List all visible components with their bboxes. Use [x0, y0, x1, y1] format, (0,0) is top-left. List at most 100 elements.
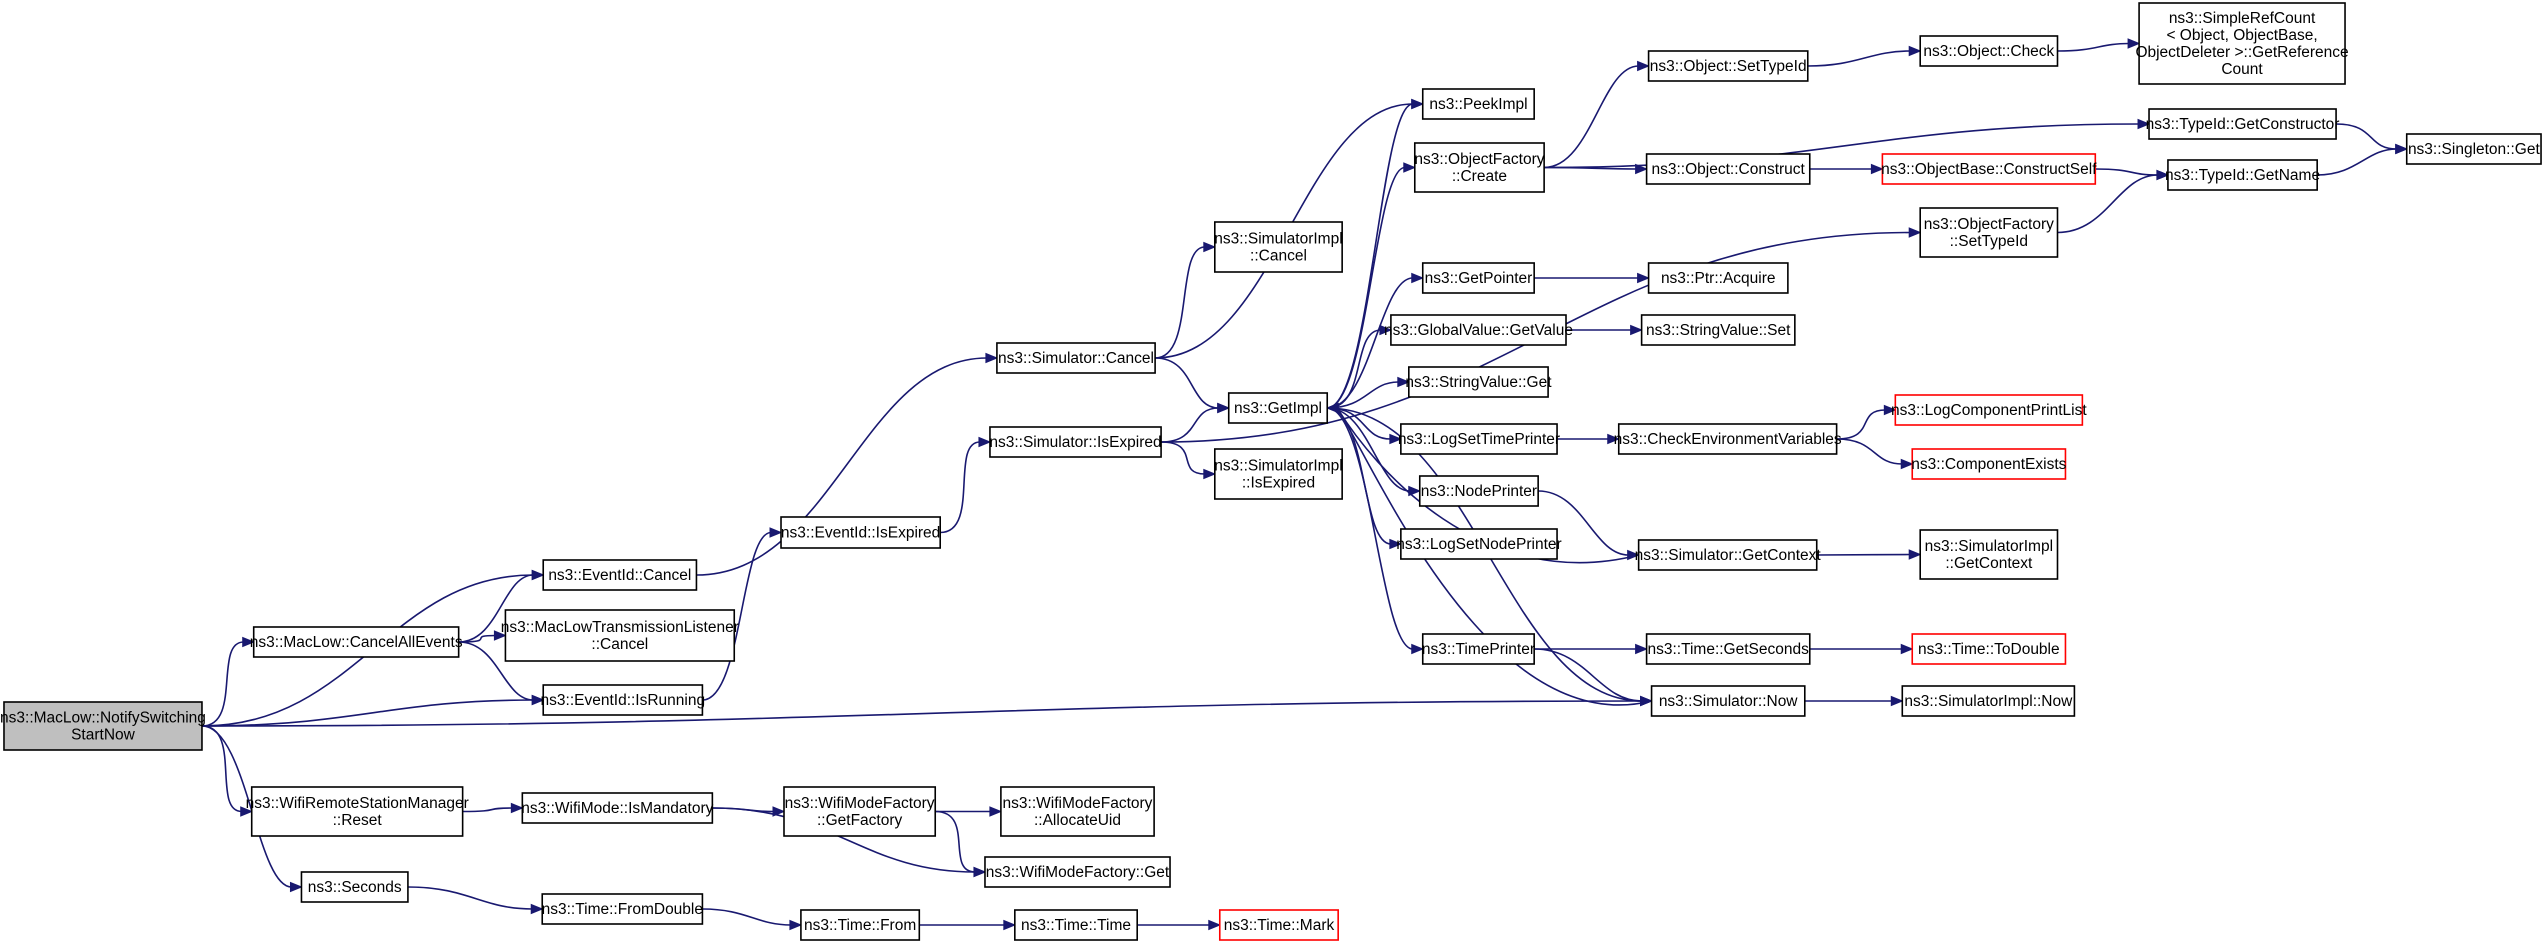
node-box-cancelall	[252, 626, 460, 658]
node-box-fromdouble	[541, 893, 704, 925]
node-checkenv[interactable]: ns3::CheckEnvironmentVariables	[1614, 423, 1842, 455]
node-simexpired[interactable]: ns3::Simulator::IsExpired	[989, 426, 1162, 458]
node-fromdouble[interactable]: ns3::Time::FromDouble	[541, 893, 704, 925]
arrowhead-ofcreate-to-getconstructor	[2137, 118, 2151, 130]
node-implnow[interactable]: ns3::SimulatorImpl::Now	[1901, 685, 2076, 717]
node-implcancel[interactable]: ns3::SimulatorImpl::Cancel	[1213, 221, 1343, 273]
node-label-logcompprint-0: ns3::LogComponentPrintList	[1891, 402, 2087, 419]
node-implexpired[interactable]: ns3::SimulatorImpl::IsExpired	[1213, 448, 1343, 500]
node-box-wmfget	[984, 856, 1171, 888]
node-wmfgetfactory[interactable]: ns3::WifiModeFactory::GetFactory	[783, 786, 937, 837]
node-label-checkenv-0: ns3::CheckEnvironmentVariables	[1614, 431, 1842, 448]
node-getname[interactable]: ns3::TypeId::GetName	[2165, 159, 2320, 191]
node-evexpired[interactable]: ns3::EventId::IsExpired	[780, 516, 942, 549]
arrowhead-cancelall-to-isrunning	[531, 694, 545, 706]
node-simgetctx[interactable]: ns3::Simulator::GetContext	[1635, 539, 1822, 571]
node-svget[interactable]: ns3::StringValue::Get	[1405, 366, 1552, 398]
node-objconstruct[interactable]: ns3::Object::Construct	[1645, 153, 1811, 185]
node-ofcreate[interactable]: ns3::ObjectFactory::Create	[1413, 142, 1545, 193]
node-label-simexpired-0: ns3::Simulator::IsExpired	[989, 434, 1161, 451]
arrowhead-getimpl-to-peekimpl	[1411, 98, 1425, 110]
node-label-getimpl-0: ns3::GetImpl	[1234, 400, 1322, 417]
edge-seconds-to-fromdouble	[407, 886, 533, 910]
node-box-svget	[1408, 366, 1549, 398]
edge-isrunning-to-evexpired	[702, 531, 772, 701]
node-getpointer[interactable]: ns3::GetPointer	[1421, 262, 1535, 294]
node-label-refcount-0: ns3::SimpleRefCount	[2169, 10, 2316, 27]
arrowhead-checkenv-to-logcompprint	[1883, 404, 1897, 416]
node-box-getname	[2167, 159, 2318, 191]
arrowhead-simnow-to-getimpl	[1325, 402, 1339, 414]
arrowhead-getpointer-to-ptracquire	[1637, 272, 1650, 284]
node-box-ofcreate	[1413, 142, 1545, 193]
arrowhead-timetime-to-timemark	[1208, 919, 1222, 931]
node-compexists[interactable]: ns3::ComponentExists	[1911, 448, 2067, 480]
node-box-isrunning	[542, 684, 704, 716]
arrowhead-simcancel-to-implcancel	[1203, 241, 1217, 253]
node-label-listenercancel-1: ::Cancel	[591, 636, 648, 653]
node-wrsmreset[interactable]: ns3::WifiRemoteStationManager::Reset	[246, 786, 469, 837]
node-timefrom[interactable]: ns3::Time::From	[800, 909, 921, 941]
node-allocuid[interactable]: ns3::WifiModeFactory::AllocateUid	[1000, 786, 1155, 837]
node-ismandatory[interactable]: ns3::WifiMode::IsMandatory	[521, 792, 714, 824]
node-simcancel[interactable]: ns3::Simulator::Cancel	[996, 342, 1156, 374]
node-implgetctx[interactable]: ns3::SimulatorImpl::GetContext	[1919, 529, 2059, 580]
node-box-ismandatory	[521, 792, 714, 824]
node-nodeprinter[interactable]: ns3::NodePrinter	[1418, 475, 1539, 507]
arrowhead-root-to-wrsmreset	[240, 806, 254, 817]
arrowhead-gvgetvalue-to-svset	[1630, 324, 1643, 336]
edge-objsettypeid-to-objcheck	[1807, 50, 1911, 67]
node-label-getname-0: ns3::TypeId::GetName	[2165, 167, 2320, 184]
node-label-ofcreate-1: ::Create	[1452, 168, 1507, 185]
node-refcount[interactable]: ns3::SimpleRefCount< Object, ObjectBase,…	[2135, 2, 2349, 85]
node-ptracquire[interactable]: ns3::Ptr::Acquire	[1647, 262, 1789, 294]
node-logsetnode[interactable]: ns3::LogSetNodePrinter	[1396, 528, 1562, 560]
node-timetime[interactable]: ns3::Time::Time	[1014, 909, 1138, 941]
edge-getimpl-to-timeprinter	[1327, 407, 1413, 650]
edge-ofcreate-to-objsettypeid	[1544, 65, 1639, 169]
node-label-timegetsec-0: ns3::Time::GetSeconds	[1647, 641, 1809, 658]
node-logsettime[interactable]: ns3::LogSetTimePrinter	[1398, 423, 1560, 455]
node-box-allocuid	[1000, 786, 1155, 837]
node-peekimpl[interactable]: ns3::PeekImpl	[1421, 88, 1535, 120]
node-wmfget[interactable]: ns3::WifiModeFactory::Get	[984, 856, 1171, 888]
node-timetodouble[interactable]: ns3::Time::ToDouble	[1911, 633, 2067, 665]
node-label-evexpired-0: ns3::EventId::IsExpired	[781, 525, 940, 542]
node-evcancel[interactable]: ns3::EventId::Cancel	[542, 559, 698, 591]
node-label-root-0: ns3::MacLow::NotifySwitching	[0, 710, 206, 727]
node-cancelall[interactable]: ns3::MacLow::CancelAllEvents	[250, 626, 463, 658]
arrowhead-getimpl-to-nodeprinter	[1408, 485, 1422, 497]
node-timemark[interactable]: ns3::Time::Mark	[1218, 909, 1339, 941]
node-label-simcancel-0: ns3::Simulator::Cancel	[998, 350, 1154, 367]
node-label-svset-0: ns3::StringValue::Set	[1646, 322, 1791, 339]
arrowhead-fromdouble-to-timefrom	[789, 919, 803, 931]
node-box-singleton	[2405, 133, 2542, 165]
node-box-obconstructself	[1881, 153, 2097, 185]
node-svset[interactable]: ns3::StringValue::Set	[1640, 314, 1796, 346]
node-timeprinter[interactable]: ns3::TimePrinter	[1421, 633, 1535, 665]
node-objsettypeid[interactable]: ns3::Object::SetTypeId	[1647, 50, 1809, 82]
edge-obconstructself-to-getname	[2095, 168, 2158, 176]
node-obconstructself[interactable]: ns3::ObjectBase::ConstructSelf	[1881, 153, 2097, 185]
arrowhead-evexpired-to-simexpired	[978, 436, 992, 448]
node-ofsettypeid[interactable]: ns3::ObjectFactory::SetTypeId	[1919, 207, 2059, 258]
node-box-evcancel	[542, 559, 698, 591]
node-seconds[interactable]: ns3::Seconds	[300, 871, 409, 903]
node-objcheck[interactable]: ns3::Object::Check	[1919, 35, 2059, 67]
node-listenercancel[interactable]: ns3::MacLowTransmissionListener::Cancel	[501, 609, 739, 662]
node-getimpl[interactable]: ns3::GetImpl	[1227, 392, 1329, 424]
node-label-implgetctx-1: ::GetContext	[1945, 555, 2033, 572]
node-box-logsettime	[1400, 423, 1558, 455]
node-box-root	[3, 701, 203, 751]
node-label-fromdouble-0: ns3::Time::FromDouble	[542, 901, 703, 918]
node-label-getpointer-0: ns3::GetPointer	[1425, 270, 1533, 287]
node-getconstructor[interactable]: ns3::TypeId::GetConstructor	[2146, 108, 2340, 140]
node-isrunning[interactable]: ns3::EventId::IsRunning	[541, 684, 706, 716]
node-gvgetvalue[interactable]: ns3::GlobalValue::GetValue	[1384, 314, 1573, 346]
node-timegetsec[interactable]: ns3::Time::GetSeconds	[1645, 633, 1811, 665]
node-singleton[interactable]: ns3::Singleton::Get	[2405, 133, 2542, 165]
node-simnow[interactable]: ns3::Simulator::Now	[1650, 685, 1806, 717]
node-logcompprint[interactable]: ns3::LogComponentPrintList	[1891, 394, 2087, 426]
node-box-timeprinter	[1421, 633, 1535, 665]
